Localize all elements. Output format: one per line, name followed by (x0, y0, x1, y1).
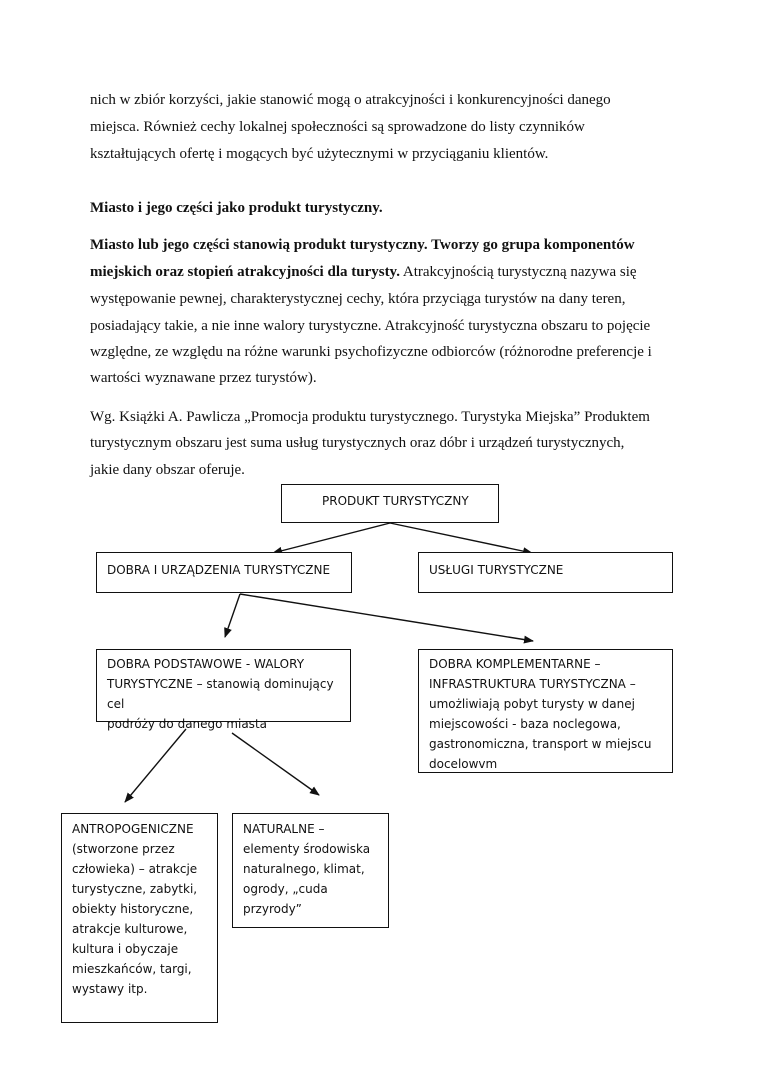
arrow-basic-to-natural (231, 732, 320, 796)
box-tourism-services: USŁUGI TURYSTYCZNE (418, 552, 673, 593)
box-anthropogenic: ANTROPOGENICZNE (stworzone przez człowie… (61, 813, 218, 1023)
box-basic-goods: DOBRA PODSTAWOWE - WALORY TURYSTYCZNE – … (96, 649, 351, 731)
section-heading: Miasto i jego części jako produkt turyst… (90, 200, 383, 216)
box-basic-goods-label: DOBRA PODSTAWOWE - WALORY TURYSTYCZNE – … (107, 657, 334, 731)
paragraph-1-line-2: miejsca. Również cechy lokalnej społeczn… (90, 119, 585, 135)
paragraph-3-line-3: jakie dany obszar oferuje. (90, 462, 245, 478)
paragraph-3-line-1: Wg. Książki A. Pawlicza „Promocja produk… (90, 409, 650, 425)
box-natural: NATURALNE – elementy środowiska naturaln… (232, 813, 389, 928)
paragraph-2-line-2-rest: Atrakcyjnością turystyczną nazywa się (399, 264, 637, 280)
arrow-basic-to-anthropogenic (124, 728, 187, 803)
box-tourism-product-label: PRODUKT TURYSTYCZNY (322, 494, 469, 508)
box-tourism-services-label: USŁUGI TURYSTYCZNE (429, 563, 564, 577)
paragraph-3-line-2: turystycznym obszaru jest suma usług tur… (90, 435, 625, 451)
arrow-root-to-services (389, 522, 533, 556)
box-complementary-goods: DOBRA KOMPLEMENTARNE – INFRASTRUKTURA TU… (418, 649, 673, 773)
box-complementary-goods-label: DOBRA KOMPLEMENTARNE – INFRASTRUKTURA TU… (429, 657, 652, 771)
arrow-goods-to-basic (224, 593, 241, 638)
paragraph-2-line-3: występowanie pewnej, charakterystycznej … (90, 291, 626, 307)
box-goods-and-facilities: DOBRA I URZĄDZENIA TURYSTYCZNE (96, 552, 352, 593)
paragraph-2-line-2: miejskich oraz stopień atrakcyjności dla… (90, 263, 637, 281)
paragraph-2-line-5: względne, ze względu na różne warunki ps… (90, 344, 652, 360)
arrow-goods-to-complementary (239, 593, 534, 644)
box-goods-and-facilities-label: DOBRA I URZĄDZENIA TURYSTYCZNE (107, 563, 331, 577)
paragraph-2-line-2-bold: miejskich oraz stopień atrakcyjności dla… (90, 264, 400, 280)
paragraph-1-line-1: nich w zbiór korzyści, jakie stanowić mo… (90, 92, 611, 108)
paragraph-2-line-6: wartości wyznawane przez turystów). (90, 370, 317, 386)
arrow-root-to-goods (272, 522, 391, 555)
paragraph-2-line-4: posiadający takie, a nie inne walory tur… (90, 318, 651, 334)
paragraph-1-line-3: kształtujących ofertę i mogących być uży… (90, 146, 549, 162)
box-natural-label: NATURALNE – elementy środowiska naturaln… (243, 822, 371, 916)
box-tourism-product: PRODUKT TURYSTYCZNY (281, 484, 499, 523)
box-anthropogenic-label: ANTROPOGENICZNE (stworzone przez człowie… (72, 822, 198, 996)
paragraph-2-line-1: Miasto lub jego części stanowią produkt … (90, 237, 635, 253)
